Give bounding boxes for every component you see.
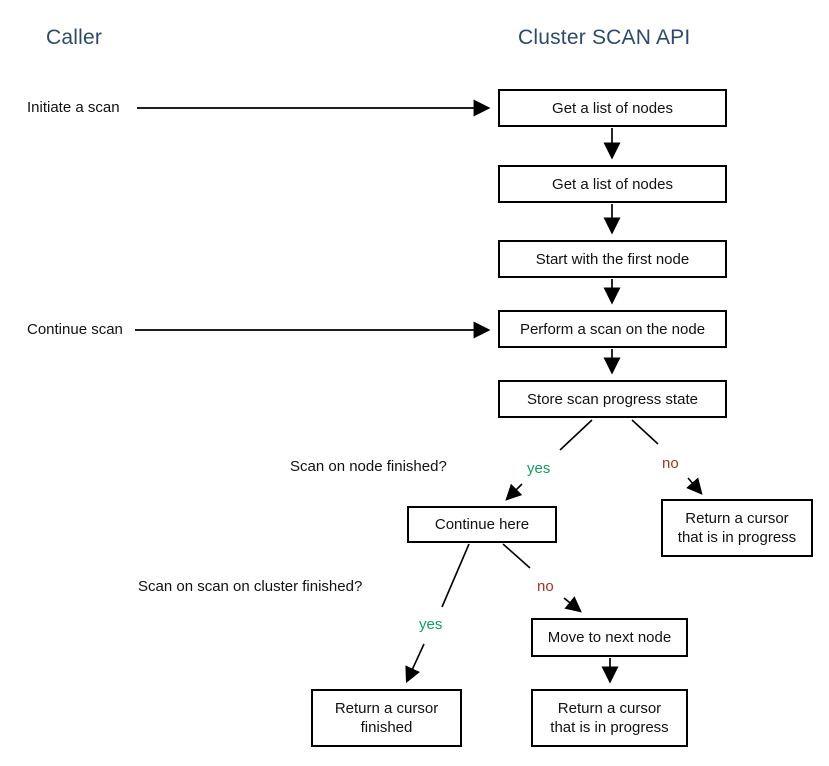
node-get-list-of-nodes-1: Get a list of nodes [498, 89, 727, 127]
node-move-to-next-node: Move to next node [531, 618, 688, 657]
branch1-left-segment [559, 419, 593, 451]
node-get-list-of-nodes-2: Get a list of nodes [498, 165, 727, 203]
arrow-no2-to-move-next [563, 596, 582, 613]
node-return-cursor-in-progress-bottom: Return a cursor that is in progress [531, 689, 688, 747]
branch2-yes-label: yes [419, 616, 443, 633]
node-start-with-first-node: Start with the first node [498, 240, 727, 278]
node-store-scan-progress-state: Store scan progress state [498, 380, 727, 418]
caller-column-header: Caller [46, 26, 103, 49]
node-return-cursor-finished: Return a cursor finished [311, 689, 462, 747]
branch2-left-segment [441, 543, 470, 608]
node-perform-scan-on-node: Perform a scan on the node [498, 310, 727, 348]
node-continue-here: Continue here [407, 506, 557, 543]
arrow-no1-to-cursor-progress [686, 477, 703, 495]
arrow-yes1-to-continue-here [505, 483, 523, 501]
branch1-right-segment [631, 419, 659, 445]
initiate-scan-label: Initiate a scan [27, 99, 120, 116]
arrow-yes2-to-cursor-finished [405, 643, 425, 684]
branch1-yes-label: yes [527, 460, 551, 477]
node-return-cursor-in-progress-right: Return a cursor that is in progress [661, 499, 813, 557]
branch2-no-label: no [537, 578, 554, 595]
continue-scan-label: Continue scan [27, 321, 123, 338]
question-scan-on-cluster-finished: Scan on scan on cluster finished? [138, 578, 363, 595]
branch2-right-segment [502, 543, 531, 569]
branch1-no-label: no [662, 455, 679, 472]
cluster-scan-api-column-header: Cluster SCAN API [518, 26, 691, 49]
question-scan-on-node-finished: Scan on node finished? [290, 458, 447, 475]
